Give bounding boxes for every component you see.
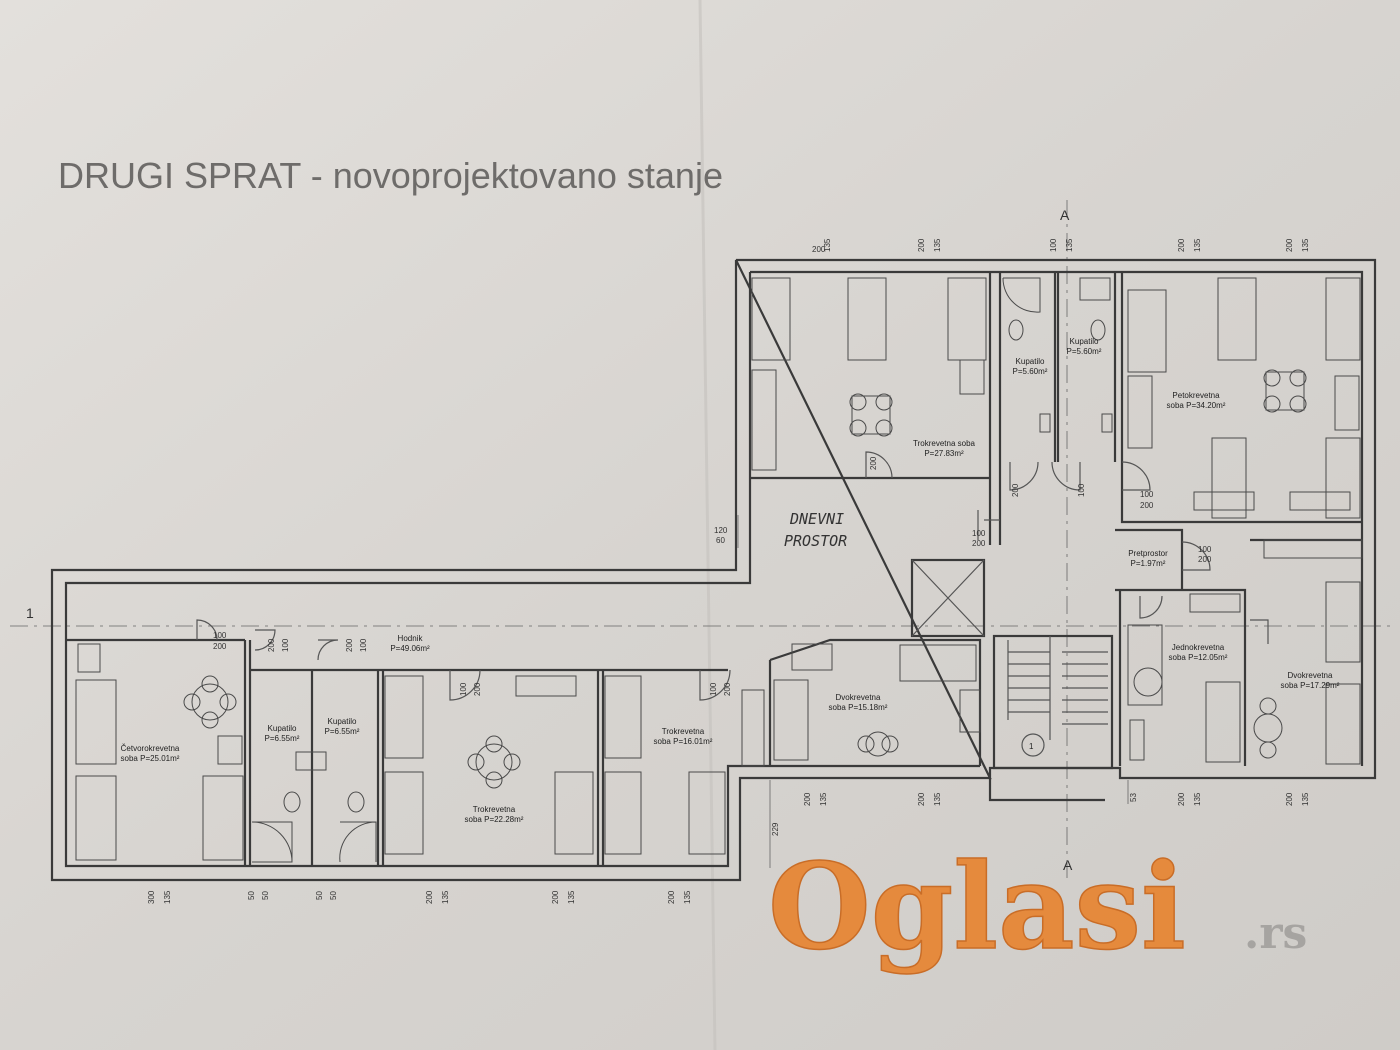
dimension-labels: 200 135 200 135 100 135 200 135 200 135 … <box>147 238 1310 904</box>
dim-bot-4b: 135 <box>441 890 450 904</box>
bathroom-fixtures <box>251 277 1145 863</box>
dimension-lines <box>737 515 1129 868</box>
dim-door-4: 100 <box>459 682 468 696</box>
dim-top-3b: 135 <box>1065 238 1074 252</box>
dim-bot-6: 200 <box>667 890 676 904</box>
dim-top-4b: 135 <box>1193 238 1202 252</box>
dim-bot-8: 200 <box>917 792 926 806</box>
stair-number: 1 <box>1029 742 1034 751</box>
dim-bot-1b: 135 <box>163 890 172 904</box>
dim-bot-7: 200 <box>803 792 812 806</box>
paper-fold <box>698 0 717 1050</box>
wardrobes <box>77 359 1363 767</box>
dim-bot-5b: 135 <box>567 890 576 904</box>
dim-door-2: 200 <box>267 638 276 652</box>
dim-top-2: 200 <box>917 238 926 252</box>
watermark-logo: Oglasi .rs <box>767 836 1307 977</box>
watermark-suffix: .rs <box>1244 908 1307 959</box>
dim-bot-8b: 135 <box>933 792 942 806</box>
beds <box>75 277 1361 861</box>
dim-door-5: 100 <box>709 682 718 696</box>
dim-bot-2: 50 <box>247 891 256 900</box>
handwritten-note-line2: PROSTOR <box>784 532 847 550</box>
dim-door-3: 200 <box>345 638 354 652</box>
dim-bot-6b: 135 <box>683 890 692 904</box>
outer-walls <box>50 258 1377 882</box>
section-a-bottom: A <box>1063 857 1073 873</box>
dim-bot-5: 200 <box>551 890 560 904</box>
dim-229: 229 <box>771 822 780 836</box>
dim-bot-10b: 135 <box>1301 792 1310 806</box>
section-1-left: 1 <box>26 605 34 621</box>
dim-top-1b: 135 <box>823 238 832 252</box>
dim-bot-4: 200 <box>425 890 434 904</box>
dim-top-2b: 135 <box>933 238 942 252</box>
dim-bot-3: 50 <box>315 891 324 900</box>
dim-bot-7b: 135 <box>819 792 828 806</box>
section-lines: A A 1 <box>10 200 1395 880</box>
dim-bot-9: 200 <box>1177 792 1186 806</box>
dim-top-1: 200 <box>812 245 826 254</box>
dim-53: 53 <box>1129 793 1138 802</box>
dim-door-10: 200 <box>869 456 878 470</box>
staircase: 1 <box>992 634 1114 770</box>
dim-top-3: 100 <box>1049 238 1058 252</box>
dim-door-11b: 100 <box>1077 483 1086 497</box>
dim-top-5: 200 <box>1285 238 1294 252</box>
dim-door-3b: 100 <box>359 638 368 652</box>
dim-bot-10: 200 <box>1285 792 1294 806</box>
dim-door-4b: 200 <box>473 682 482 696</box>
dim-bot-1: 300 <box>147 890 156 904</box>
dim-bot-2b: 50 <box>261 891 270 900</box>
dim-door-11: 200 <box>1011 483 1020 497</box>
dim-door-5b: 200 <box>723 682 732 696</box>
watermark-main: Oglasi <box>768 837 1186 976</box>
dim-top-4: 200 <box>1177 238 1186 252</box>
dim-door-2b: 100 <box>281 638 290 652</box>
tables <box>183 369 1307 789</box>
dim-bot-3b: 50 <box>329 891 338 900</box>
dim-top-5b: 135 <box>1301 238 1310 252</box>
section-a-top: A <box>1060 207 1070 223</box>
interior-walls <box>66 272 1362 866</box>
doors <box>196 451 1269 701</box>
sheet-title: DRUGI SPRAT - novoprojektovano stanje <box>58 155 723 196</box>
handwritten-note-line1: DNEVNI <box>789 510 844 528</box>
dim-bot-9b: 135 <box>1193 792 1202 806</box>
